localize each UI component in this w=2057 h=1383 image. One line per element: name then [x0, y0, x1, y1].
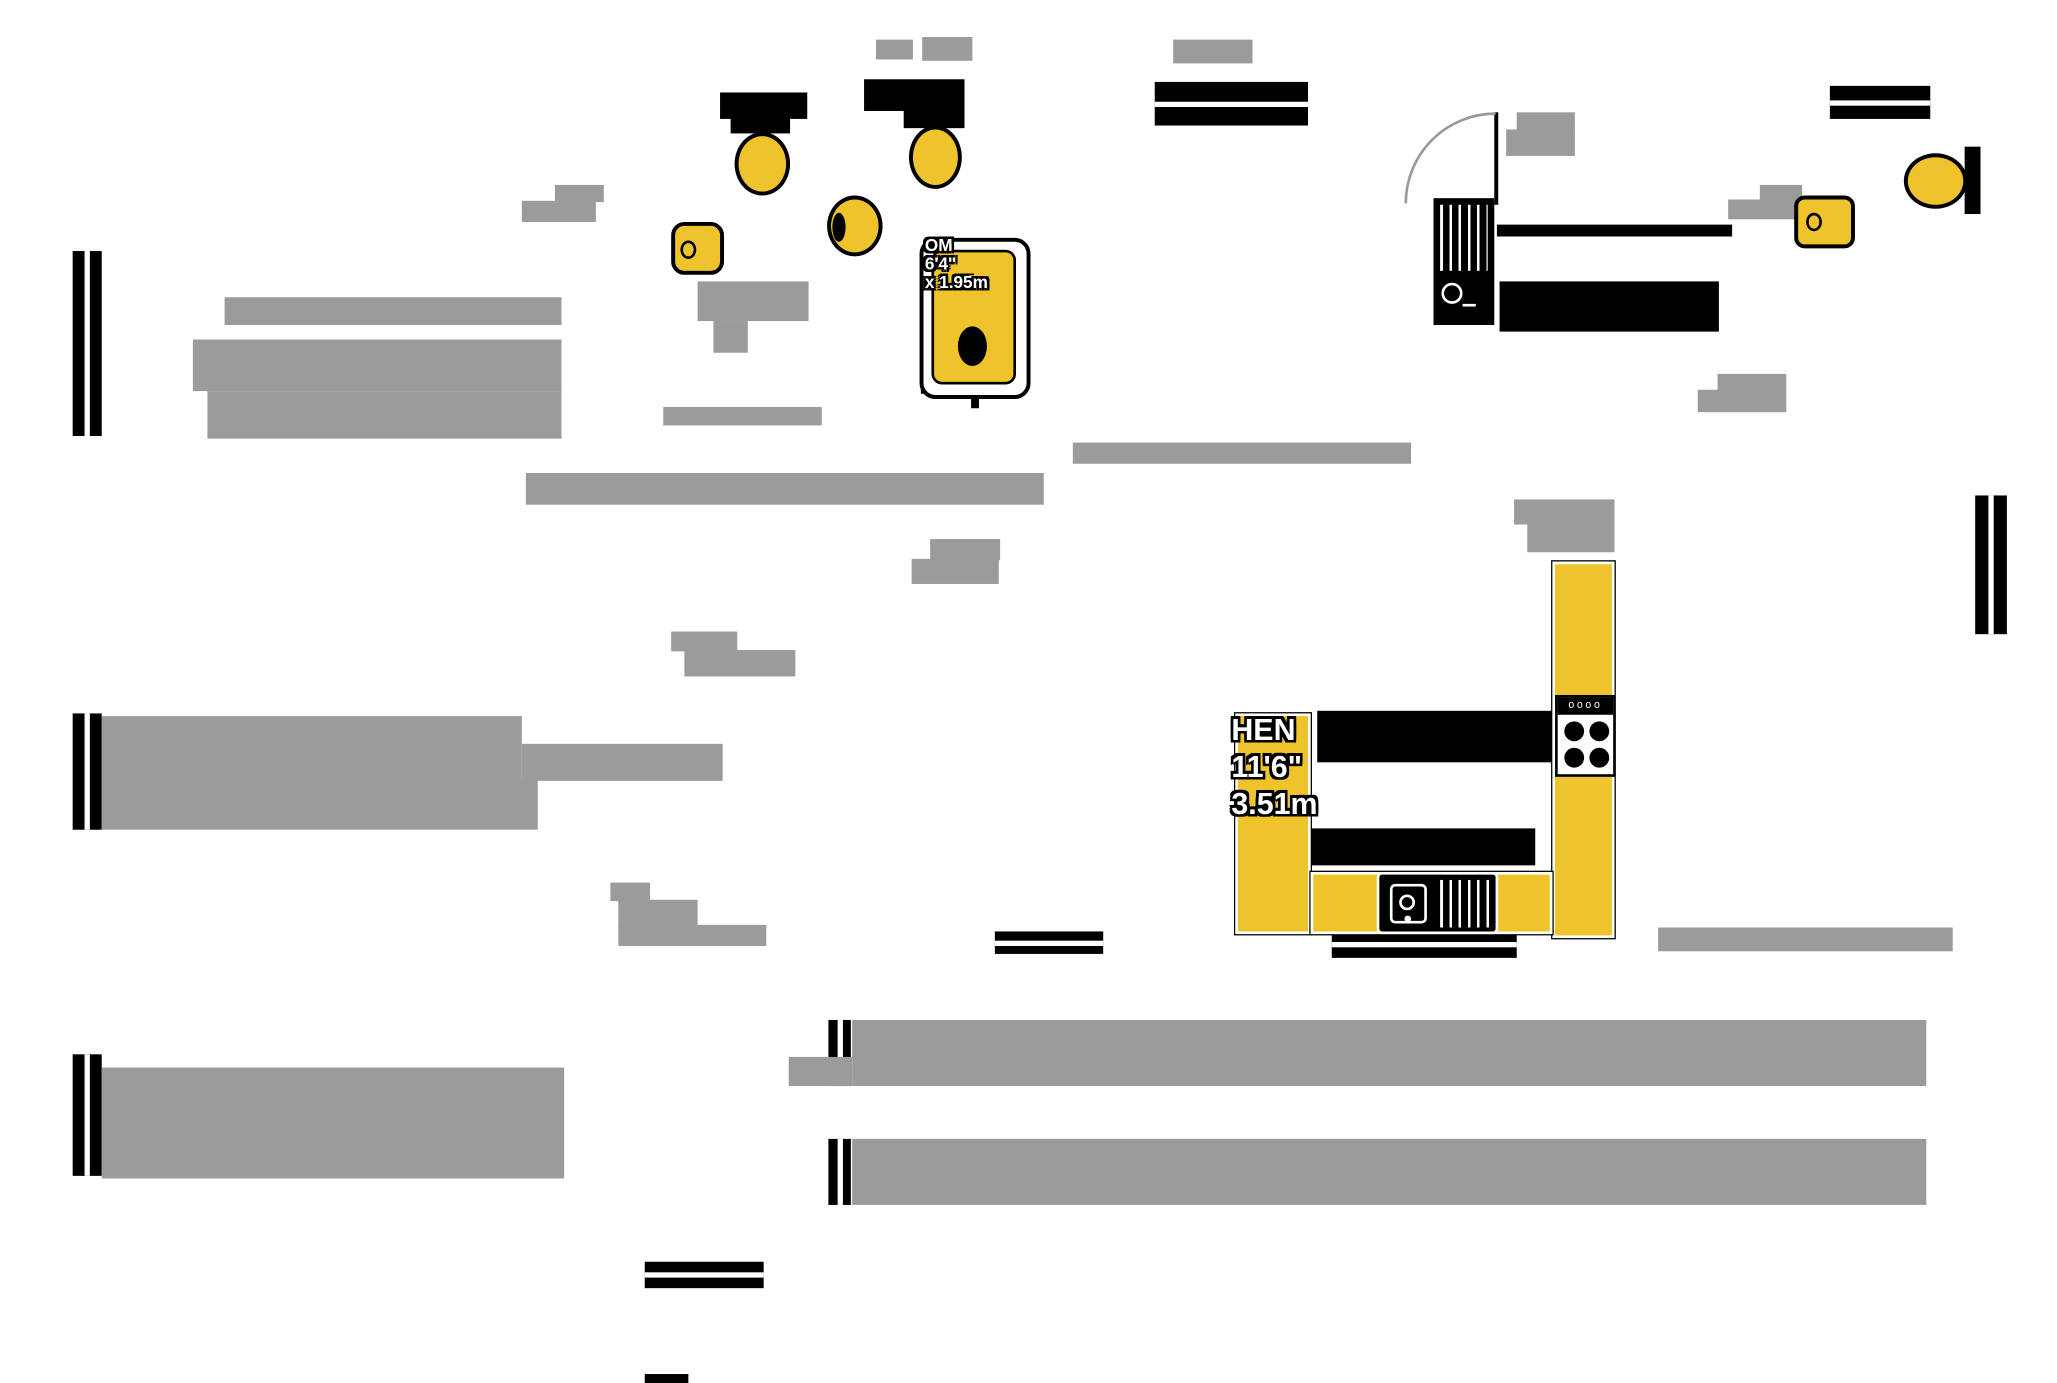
- wall-segment: [828, 1138, 851, 1205]
- dim-line: OM: [924, 235, 953, 255]
- basin-sink-icon: [671, 221, 725, 275]
- wall-segment: [1154, 81, 1308, 126]
- blurred-text: [671, 631, 738, 652]
- blurred-text: [1527, 523, 1615, 553]
- dim-line: 6'4": [924, 253, 957, 274]
- wall-segment: [72, 1054, 102, 1176]
- blurred-text: [101, 716, 522, 783]
- wall-segment: [72, 713, 102, 830]
- bathroom-dimension-label: OM 6'4" x 1.95m: [925, 236, 1044, 291]
- blurred-text: [911, 558, 999, 584]
- blurred-text: [1506, 129, 1575, 156]
- blurred-text: [521, 743, 723, 781]
- utility-sink-icon: [1433, 198, 1495, 326]
- wall-segment: [1499, 281, 1719, 332]
- toilet-icon: [734, 132, 791, 196]
- bathtub-faucet-icon: [971, 392, 980, 409]
- blurred-text: [554, 184, 604, 203]
- kitchen-dimension-label: HEN 11'6" 3.51m: [1231, 711, 1350, 822]
- wall-segment: [994, 931, 1104, 954]
- blurred-text: [852, 1138, 1927, 1205]
- blurred-text: [1516, 112, 1575, 131]
- basin-sink-icon: [1794, 195, 1855, 249]
- blurred-text: [875, 39, 913, 60]
- blurred-text: [1514, 499, 1615, 525]
- blurred-text: [1728, 199, 1803, 220]
- blurred-text: [525, 472, 1044, 505]
- blurred-text: [1072, 442, 1412, 464]
- door-swing-icon: [1404, 112, 1496, 204]
- blurred-text: [1717, 373, 1787, 392]
- blurred-text: [1173, 39, 1253, 64]
- wall-segment: [864, 79, 965, 111]
- kitchen-sink-icon: [1376, 871, 1499, 935]
- toilet-icon: [1903, 153, 1968, 209]
- blurred-text: [192, 339, 562, 392]
- blurred-text: [1759, 184, 1803, 201]
- dim-line: 11'6": [1231, 749, 1303, 784]
- wall-segment: [1496, 224, 1733, 237]
- blurred-text: [1658, 927, 1953, 952]
- blurred-text: [610, 882, 651, 902]
- kitchen-cabinet-run: [1317, 710, 1553, 763]
- toilet-icon: [908, 125, 962, 189]
- blurred-text: [101, 779, 538, 830]
- dim-line: HEN: [1231, 712, 1296, 747]
- blurred-text: [618, 899, 698, 928]
- blurred-text: [713, 321, 748, 353]
- toilet-tank: [903, 108, 965, 129]
- wall-segment: [644, 1374, 689, 1383]
- wall-segment: [1829, 85, 1931, 119]
- blurred-text: [930, 539, 1001, 561]
- blurred-text: [224, 297, 562, 326]
- stove-icon: oooo: [1555, 694, 1616, 777]
- toilet-tank: [730, 113, 791, 134]
- kitchen-cabinet-run: [1307, 828, 1536, 866]
- blurred-text: [684, 650, 796, 677]
- kitchen-counter: [1235, 713, 1311, 935]
- basin-sink-icon: [827, 195, 883, 257]
- blurred-text: [852, 1019, 1927, 1087]
- dim-line: 3.51m: [1231, 786, 1318, 821]
- blurred-text: [618, 924, 767, 946]
- bathtub-icon: [919, 237, 1031, 400]
- blurred-text: [1697, 389, 1787, 413]
- stove-knobs: oooo: [1557, 697, 1614, 715]
- wall-segment: [1975, 495, 2007, 635]
- blurred-text: [101, 1067, 565, 1179]
- dim-line: x 1.95m: [924, 272, 988, 292]
- wall-segment: [72, 251, 102, 436]
- toilet-tank: [1964, 146, 1981, 215]
- blurred-text: [207, 391, 562, 439]
- blurred-text: [788, 1056, 853, 1087]
- blurred-text: [663, 406, 822, 426]
- blurred-text: [922, 36, 973, 61]
- blurred-text: [697, 281, 809, 322]
- wall-segment: [644, 1261, 764, 1289]
- door-leaf: [1494, 112, 1499, 205]
- wall-segment: [1331, 931, 1517, 958]
- blurred-text: [521, 200, 596, 222]
